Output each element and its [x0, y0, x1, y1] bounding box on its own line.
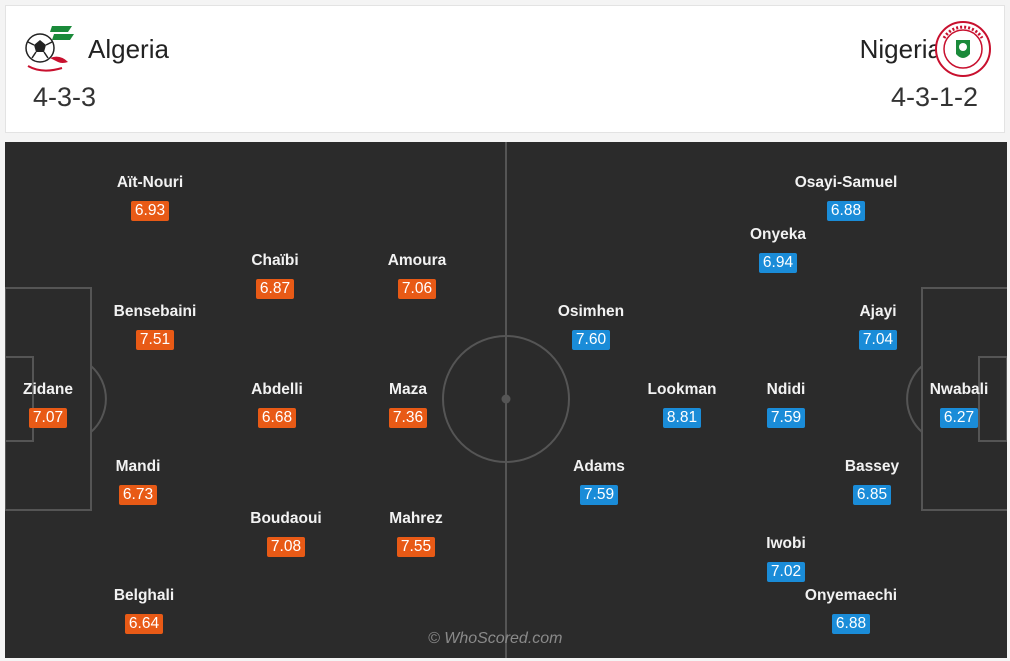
- home-player-chaibi[interactable]: Chaïbi 6.87: [215, 252, 335, 299]
- player-name: Onyemaechi: [804, 587, 898, 604]
- home-player-mahrez[interactable]: Mahrez 7.55: [356, 510, 476, 557]
- player-name: Boudaoui: [250, 510, 322, 527]
- player-rating-badge: 8.81: [662, 408, 702, 428]
- player-rating-badge: 7.07: [28, 408, 68, 428]
- player-name: Ajayi: [859, 303, 897, 320]
- player-rating-badge: 6.93: [130, 201, 170, 221]
- player-name: Belghali: [113, 587, 175, 604]
- away-player-adams[interactable]: Adams 7.59: [539, 458, 659, 505]
- player-name: Ndidi: [766, 381, 806, 398]
- player-rating-badge: 6.85: [852, 485, 892, 505]
- player-rating-badge: 7.02: [766, 562, 806, 582]
- nigeria-federation-crest-icon: [935, 21, 991, 77]
- player-rating-badge: 6.88: [831, 614, 871, 634]
- player-name: Abdelli: [251, 381, 303, 398]
- whoscored-watermark: © WhoScored.com: [428, 630, 563, 647]
- pitch: Aït-Nouri 6.93 Chaïbi 6.87 Amoura 7.06 B…: [5, 142, 1007, 658]
- player-rating-badge: 7.55: [396, 537, 436, 557]
- away-player-bassey[interactable]: Bassey 6.85: [812, 458, 932, 505]
- away-player-lookman[interactable]: Lookman 8.81: [622, 381, 742, 428]
- player-rating-badge: 7.06: [397, 279, 437, 299]
- player-name: Mandi: [115, 458, 161, 475]
- player-rating-badge: 6.27: [939, 408, 979, 428]
- player-name: Iwobi: [766, 535, 806, 552]
- away-player-ajayi[interactable]: Ajayi 7.04: [818, 303, 938, 350]
- home-player-bensebaini[interactable]: Bensebaini 7.51: [95, 303, 215, 350]
- away-player-nwabali[interactable]: Nwabali 6.27: [899, 381, 1007, 428]
- pitch-markings: [5, 142, 1007, 658]
- home-player-amoura[interactable]: Amoura 7.06: [357, 252, 477, 299]
- home-player-ait-nouri[interactable]: Aït-Nouri 6.93: [90, 174, 210, 221]
- away-player-onyeka[interactable]: Onyeka 6.94: [718, 226, 838, 273]
- player-name: Lookman: [647, 381, 717, 398]
- away-team-name[interactable]: Nigeria: [859, 34, 942, 64]
- home-player-abdelli[interactable]: Abdelli 6.68: [217, 381, 337, 428]
- player-name: Chaïbi: [251, 252, 299, 269]
- away-player-osimhen[interactable]: Osimhen 7.60: [531, 303, 651, 350]
- algeria-federation-crest-icon: [25, 26, 74, 72]
- player-name: Mahrez: [389, 510, 443, 527]
- away-formation: 4-3-1-2: [890, 82, 978, 112]
- player-rating-badge: 7.59: [579, 485, 619, 505]
- player-name: Osimhen: [557, 303, 625, 320]
- away-player-iwobi[interactable]: Iwobi 7.02: [726, 535, 846, 582]
- player-rating-badge: 7.60: [571, 330, 611, 350]
- player-rating-badge: 7.59: [766, 408, 806, 428]
- match-header: Algeria 4-3-3 Nigeria 4-3-1-2: [5, 5, 1005, 133]
- player-name: Adams: [573, 458, 625, 475]
- player-rating-badge: 7.36: [388, 408, 428, 428]
- player-name: Amoura: [387, 252, 447, 269]
- home-player-mandi[interactable]: Mandi 6.73: [78, 458, 198, 505]
- home-team-name[interactable]: Algeria: [88, 34, 169, 64]
- player-name: Bassey: [844, 458, 900, 475]
- home-player-belghali[interactable]: Belghali 6.64: [84, 587, 204, 634]
- player-name: Zidane: [23, 381, 73, 398]
- player-name: Onyeka: [749, 226, 806, 243]
- home-player-boudaoui[interactable]: Boudaoui 7.08: [226, 510, 346, 557]
- away-player-osayi-samuel[interactable]: Osayi-Samuel 6.88: [786, 174, 906, 221]
- player-rating-badge: 7.08: [266, 537, 306, 557]
- player-name: Osayi-Samuel: [794, 174, 898, 191]
- player-rating-badge: 6.94: [758, 253, 798, 273]
- player-rating-badge: 7.51: [135, 330, 175, 350]
- home-player-maza[interactable]: Maza 7.36: [348, 381, 468, 428]
- player-name: Bensebaini: [113, 303, 197, 320]
- player-rating-badge: 6.88: [826, 201, 866, 221]
- away-player-ndidi[interactable]: Ndidi 7.59: [726, 381, 846, 428]
- player-rating-badge: 6.64: [124, 614, 164, 634]
- away-player-onyemaechi[interactable]: Onyemaechi 6.88: [791, 587, 911, 634]
- player-name: Aït-Nouri: [116, 174, 184, 191]
- player-rating-badge: 6.87: [255, 279, 295, 299]
- player-rating-badge: 7.04: [858, 330, 898, 350]
- player-name: Nwabali: [929, 381, 989, 398]
- player-name: Maza: [389, 381, 427, 398]
- home-formation: 4-3-3: [33, 82, 97, 112]
- player-rating-badge: 6.68: [257, 408, 297, 428]
- home-player-zidane[interactable]: Zidane 7.07: [5, 381, 108, 428]
- player-rating-badge: 6.73: [118, 485, 158, 505]
